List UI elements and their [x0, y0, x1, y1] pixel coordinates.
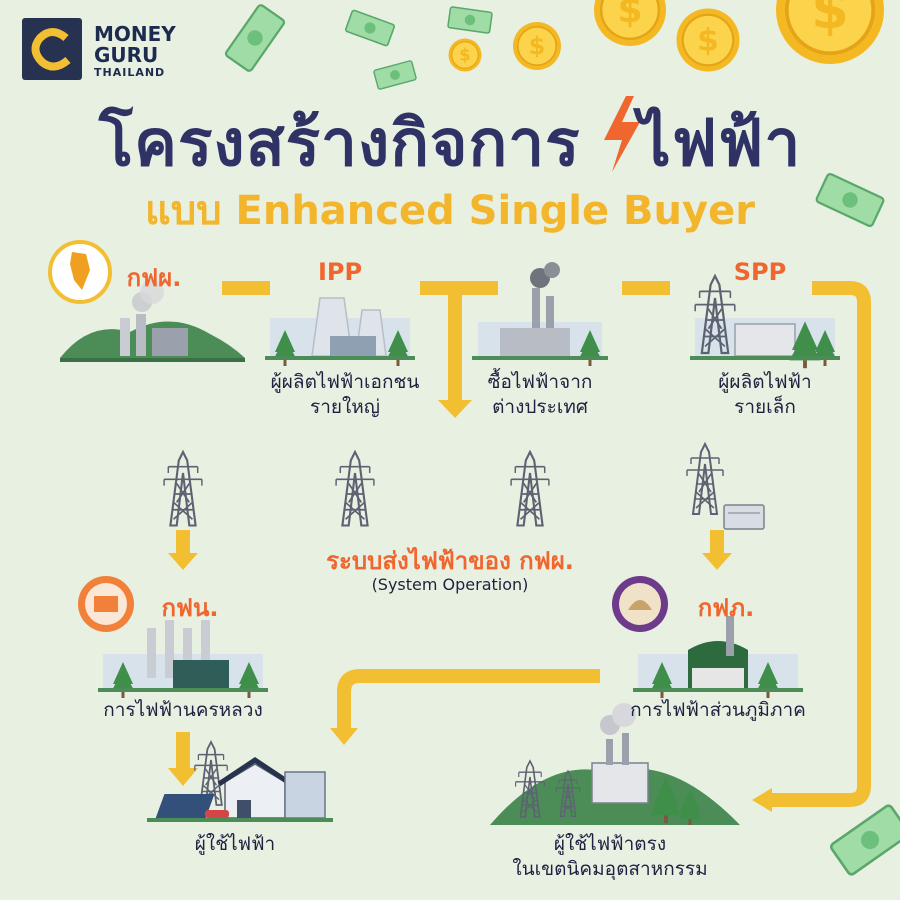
org-egat: กฟผ. — [126, 264, 182, 292]
house-icon — [147, 741, 333, 822]
transmission-tower-icon — [510, 450, 550, 527]
org-pea: กฟภ. — [697, 594, 755, 622]
factory-icon — [490, 703, 740, 825]
grid-title: ระบบส่งไฟฟ้าของ กฟผ. — [326, 547, 574, 575]
banknote-icon — [372, 59, 418, 91]
factory-icon — [472, 262, 608, 366]
substation-icon — [690, 274, 840, 369]
factory-icon — [98, 620, 268, 698]
brand-name: MONEY GURU — [94, 24, 176, 66]
banknote-icon — [828, 802, 900, 878]
coin-icon — [447, 37, 483, 73]
coin-icon — [675, 7, 741, 73]
label-users: ผู้ใช้ไฟฟ้า — [194, 833, 276, 855]
coin-icon — [774, 0, 886, 66]
lightning-icon — [604, 96, 640, 172]
label-ipp: ผู้ผลิตไฟฟ้าเอกชน รายใหญ่ — [270, 371, 420, 418]
moneyguru-logo-icon — [22, 18, 82, 80]
label-mea: การไฟฟ้านครหลวง — [103, 699, 263, 721]
mea-logo-icon — [78, 576, 134, 632]
label-direct-users: ผู้ใช้ไฟฟ้าตรง ในเขตนิคมอุตสาหกรรม — [512, 833, 708, 880]
flow-arrows — [176, 281, 871, 807]
brand-line2: GURU — [94, 43, 159, 67]
org-ipp: IPP — [317, 258, 363, 286]
brand-line3: THAILAND — [94, 66, 166, 79]
label-pea: การไฟฟ้าส่วนภูมิภาค — [630, 699, 806, 721]
title-part2: ไฟฟ้า — [638, 107, 802, 181]
brand-line1: MONEY — [94, 22, 176, 46]
factory-icon — [633, 616, 803, 698]
page-subtitle: แบบ Enhanced Single Buyer — [145, 188, 755, 234]
transmission-tower-icon — [335, 450, 375, 527]
pea-logo-icon — [612, 576, 668, 632]
coin-icon — [592, 0, 668, 48]
substation-icon — [723, 504, 765, 530]
nuclear-plant-icon — [265, 297, 415, 366]
transmission-tower-icon — [163, 450, 203, 527]
coin-icon — [512, 21, 562, 71]
banknote-icon — [344, 9, 396, 47]
org-spp: SPP — [733, 258, 787, 286]
transmission-tower-icon — [686, 443, 724, 515]
egat-logo-icon — [48, 240, 112, 304]
factory-icon — [60, 280, 245, 362]
label-spp: ผู้ผลิตไฟฟ้า รายเล็ก — [718, 371, 812, 418]
page-title: โครงสร้างกิจการ ไฟฟ้า — [0, 92, 900, 194]
banknote-icon — [446, 5, 494, 35]
org-mea: กฟน. — [161, 594, 219, 622]
banknote-icon — [223, 2, 287, 74]
grid-subtitle: (System Operation) — [371, 575, 529, 594]
title-part1: โครงสร้างกิจการ — [98, 107, 581, 181]
label-import: ซื้อไฟฟ้าจาก ต่างประเทศ — [487, 371, 593, 418]
